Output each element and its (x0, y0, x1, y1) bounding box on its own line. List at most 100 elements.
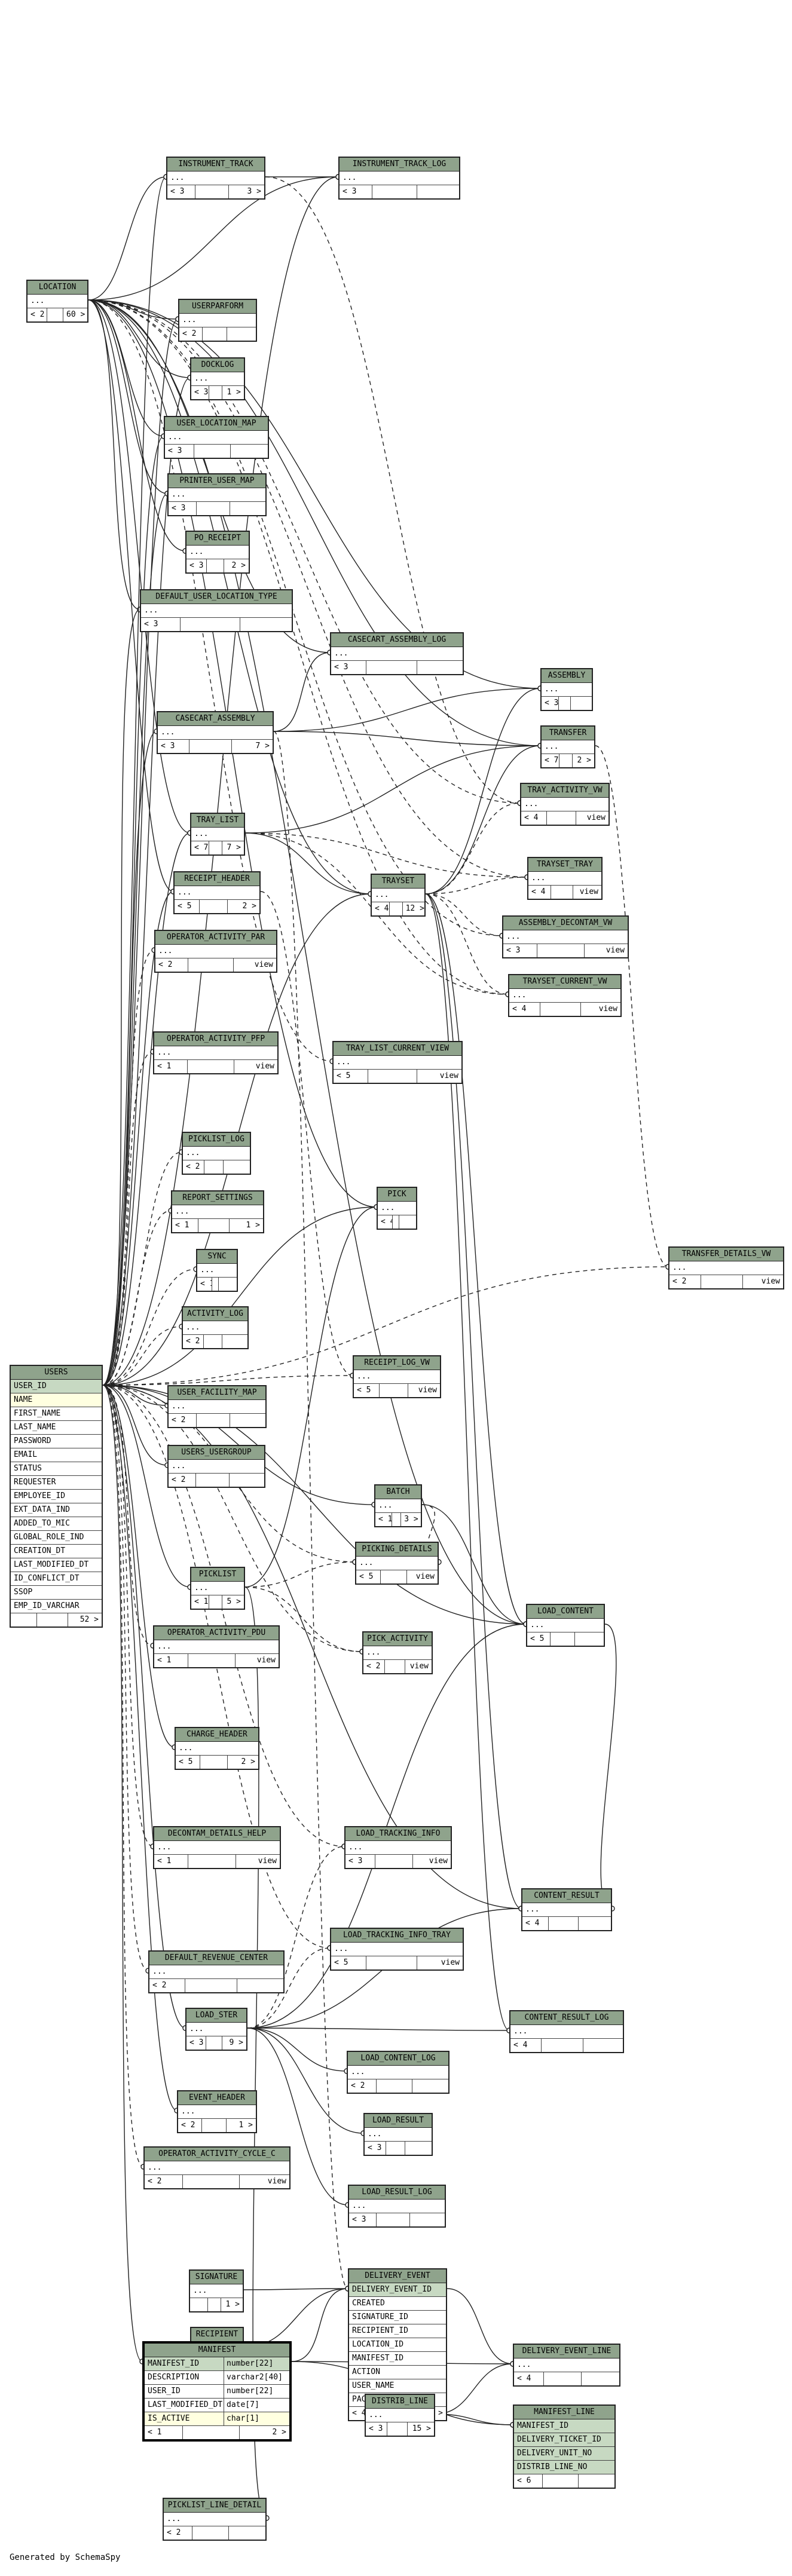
table-load-result-log[interactable]: LOAD_RESULT_LOG...< 3 (348, 2185, 446, 2228)
table-title[interactable]: INSTRUMENT_TRACK (167, 158, 264, 171)
child-count[interactable]: view (761, 1277, 780, 1286)
parent-count[interactable]: < 4 (378, 1215, 393, 1229)
child-count[interactable]: 12 > (405, 904, 424, 913)
parent-count[interactable]: < 3 (503, 944, 537, 957)
parent-count[interactable]: < 2 (149, 1979, 186, 1992)
parent-count[interactable] (190, 2298, 209, 2311)
child-count[interactable] (230, 1414, 265, 1427)
parent-count[interactable]: < 3 (340, 185, 372, 198)
child-count[interactable]: 2 > (242, 902, 256, 911)
parent-count[interactable]: < 3 (167, 185, 195, 198)
table-title[interactable]: SIGNATURE (190, 2271, 243, 2284)
parent-count[interactable]: < 2 (27, 308, 47, 321)
parent-count[interactable]: < 5 (331, 1956, 367, 1969)
child-count[interactable]: view (256, 1656, 276, 1665)
parent-count[interactable]: < 2 (183, 1160, 204, 1174)
table-users-usergroup[interactable]: USERS_USERGROUP...< 2 (167, 1445, 265, 1488)
table-title[interactable]: CONTENT_RESULT_LOG (510, 2011, 623, 2025)
child-count[interactable]: 60 > (66, 310, 85, 319)
table-title[interactable]: LOCATION (27, 281, 87, 295)
table-default-user-location-type[interactable]: DEFAULT_USER_LOCATION_TYPE...< 3 (140, 589, 293, 632)
table-userparform[interactable]: USERPARFORM...< 2 (178, 299, 257, 342)
child-count[interactable] (230, 1474, 264, 1487)
table-default-revenue-center[interactable]: DEFAULT_REVENUE_CENTER...< 2 (148, 1950, 285, 1993)
child-count[interactable]: view (415, 1572, 435, 1581)
table-content-result[interactable]: CONTENT_RESULT...< 4 (521, 1888, 612, 1931)
child-count[interactable] (417, 185, 459, 198)
child-count[interactable] (412, 2079, 448, 2093)
table-title[interactable]: BATCH (375, 1485, 421, 1499)
table-sync[interactable]: SYNC...< 1 (196, 1249, 238, 1292)
parent-count[interactable]: < 2 (178, 2119, 202, 2132)
parent-count[interactable]: < 2 (179, 327, 203, 341)
parent-count[interactable]: < 1 (197, 1278, 213, 1291)
table-load-content-log[interactable]: LOAD_CONTENT_LOG...< 2 (347, 2051, 449, 2094)
parent-count[interactable]: < 2 (183, 1335, 204, 1348)
table-title[interactable]: INSTRUMENT_TRACK_LOG (340, 158, 459, 171)
table-delivery-event-line[interactable]: DELIVERY_EVENT_LINE...< 4 (513, 2344, 620, 2387)
child-count[interactable]: 1 > (227, 388, 241, 397)
parent-count[interactable]: < 3 (331, 661, 367, 674)
child-count[interactable]: 2 > (272, 2428, 286, 2437)
child-count[interactable]: 15 > (412, 2424, 431, 2433)
child-count[interactable] (582, 2372, 619, 2385)
child-count[interactable]: 1 > (238, 2121, 253, 2130)
parent-count[interactable]: < 2 (348, 2079, 377, 2093)
table-title[interactable]: TRAYSET (372, 875, 424, 889)
child-count[interactable]: 2 > (231, 561, 246, 570)
parent-count[interactable]: < 1 (154, 1654, 188, 1667)
parent-count[interactable]: < 1 (145, 2426, 184, 2439)
child-count[interactable]: 3 > (404, 1515, 418, 1524)
parent-count[interactable]: < 2 (169, 1474, 197, 1487)
parent-count[interactable]: < 4 (509, 1003, 540, 1016)
parent-count[interactable]: < 1 (154, 1060, 188, 1073)
parent-count[interactable]: < 3 (186, 2036, 206, 2050)
parent-count[interactable]: < 2 (164, 2526, 193, 2540)
child-count[interactable] (224, 1160, 250, 1174)
parent-count[interactable]: < 3 (186, 559, 207, 572)
parent-count[interactable]: < 5 (175, 900, 200, 913)
child-count[interactable]: view (258, 1857, 277, 1866)
parent-count[interactable]: < 2 (169, 1414, 197, 1427)
table-instrument-track-log[interactable]: INSTRUMENT_TRACK_LOG...< 3 (338, 157, 460, 200)
table-title[interactable]: LOAD_TRACKING_INFO_TRAY (331, 1929, 463, 1943)
table-title[interactable]: TRAY_ACTIVITY_VW (521, 784, 608, 798)
table-title[interactable]: DEFAULT_USER_LOCATION_TYPE (141, 590, 292, 604)
child-count[interactable]: 7 > (255, 742, 270, 751)
parent-count[interactable]: < 3 (165, 445, 194, 458)
table-title[interactable]: LOAD_TRACKING_INFO (345, 1827, 451, 1841)
table-title[interactable]: TRAYSET_CURRENT_VW (509, 975, 620, 989)
table-title[interactable]: PICK_ACTIVITY (363, 1632, 432, 1646)
child-count[interactable] (417, 661, 463, 674)
table-title[interactable]: OPERATOR_ACTIVITY_PAR (155, 931, 276, 945)
child-count[interactable]: view (418, 1386, 437, 1395)
table-signature[interactable]: SIGNATURE...1 > (189, 2269, 244, 2312)
parent-count[interactable]: < 1 (375, 1513, 392, 1526)
child-count[interactable] (571, 697, 592, 710)
child-count[interactable]: view (255, 1062, 274, 1071)
parent-count[interactable]: < 3 (191, 386, 210, 399)
parent-count[interactable]: < 1 (191, 1595, 210, 1609)
child-count[interactable] (399, 1215, 416, 1229)
table-title[interactable]: LOAD_CONTENT_LOG (348, 2052, 448, 2066)
child-count[interactable]: 1 > (246, 1221, 260, 1230)
table-title[interactable]: ACTIVITY_LOG (183, 1307, 247, 1321)
table-title[interactable]: PICK (378, 1188, 416, 1202)
